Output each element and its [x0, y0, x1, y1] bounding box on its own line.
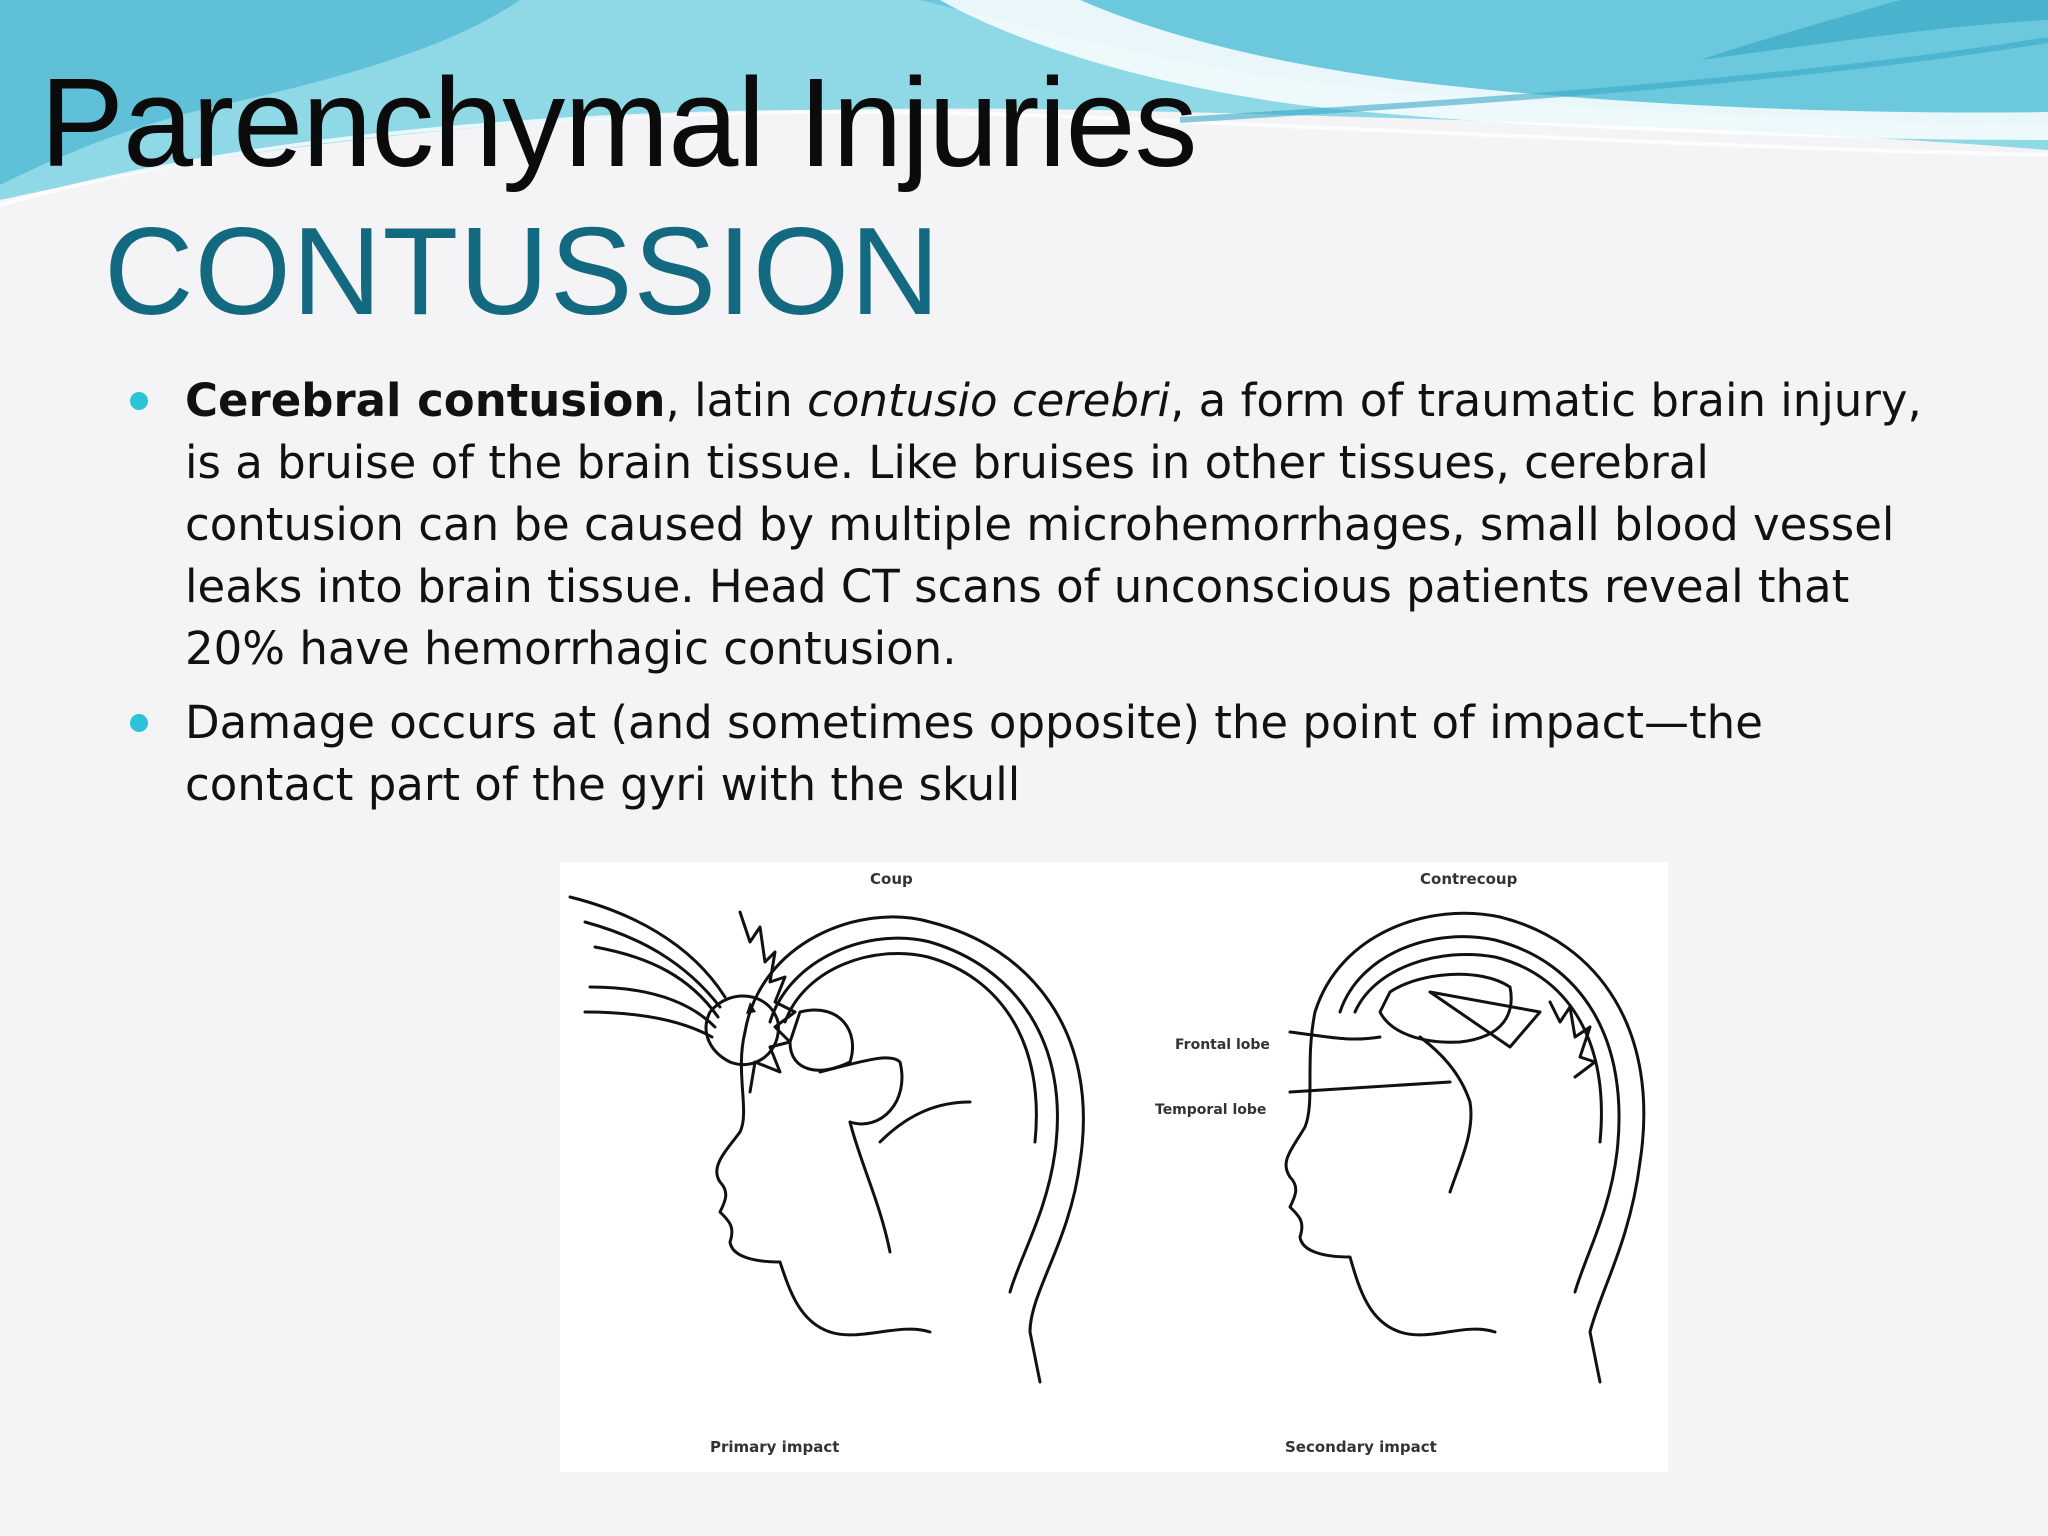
bullet-dot-icon: [130, 714, 148, 732]
head-injury-drawing: Primary impact Secondary impact Coup Con…: [568, 870, 1646, 1456]
bullet-list: Cerebral contusion, latin contusio cereb…: [130, 370, 1930, 828]
bullet-latin-term: contusio cerebri: [807, 374, 1171, 427]
temporal-lobe-label: Temporal lobe: [1155, 1102, 1266, 1118]
contrecoup-label: Contrecoup: [1420, 870, 1518, 888]
coup-contrecoup-illustration: Primary impact Secondary impact Coup Con…: [560, 862, 1668, 1472]
coup-label: Coup: [870, 870, 913, 888]
bullet-text: Damage occurs at (and sometimes opposite…: [185, 696, 1763, 811]
secondary-impact-caption: Secondary impact: [1285, 1438, 1437, 1456]
bullet-text-fragment: , latin: [665, 374, 808, 427]
primary-impact-caption: Primary impact: [710, 1438, 839, 1456]
slide-title: Parenchymal Injuries: [40, 52, 1198, 193]
bullet-item-1: Cerebral contusion, latin contusio cereb…: [130, 370, 1930, 680]
frontal-lobe-label: Frontal lobe: [1175, 1037, 1270, 1053]
bullet-text-rest: , a form of traumatic brain injury, is a…: [185, 374, 1922, 675]
bullet-item-2: Damage occurs at (and sometimes opposite…: [130, 692, 1930, 816]
slide-subtitle: CONTUSSION: [104, 203, 941, 341]
bullet-dot-icon: [130, 392, 148, 410]
header-wave-decoration: [0, 0, 2048, 207]
bullet-term: Cerebral contusion: [185, 374, 666, 427]
